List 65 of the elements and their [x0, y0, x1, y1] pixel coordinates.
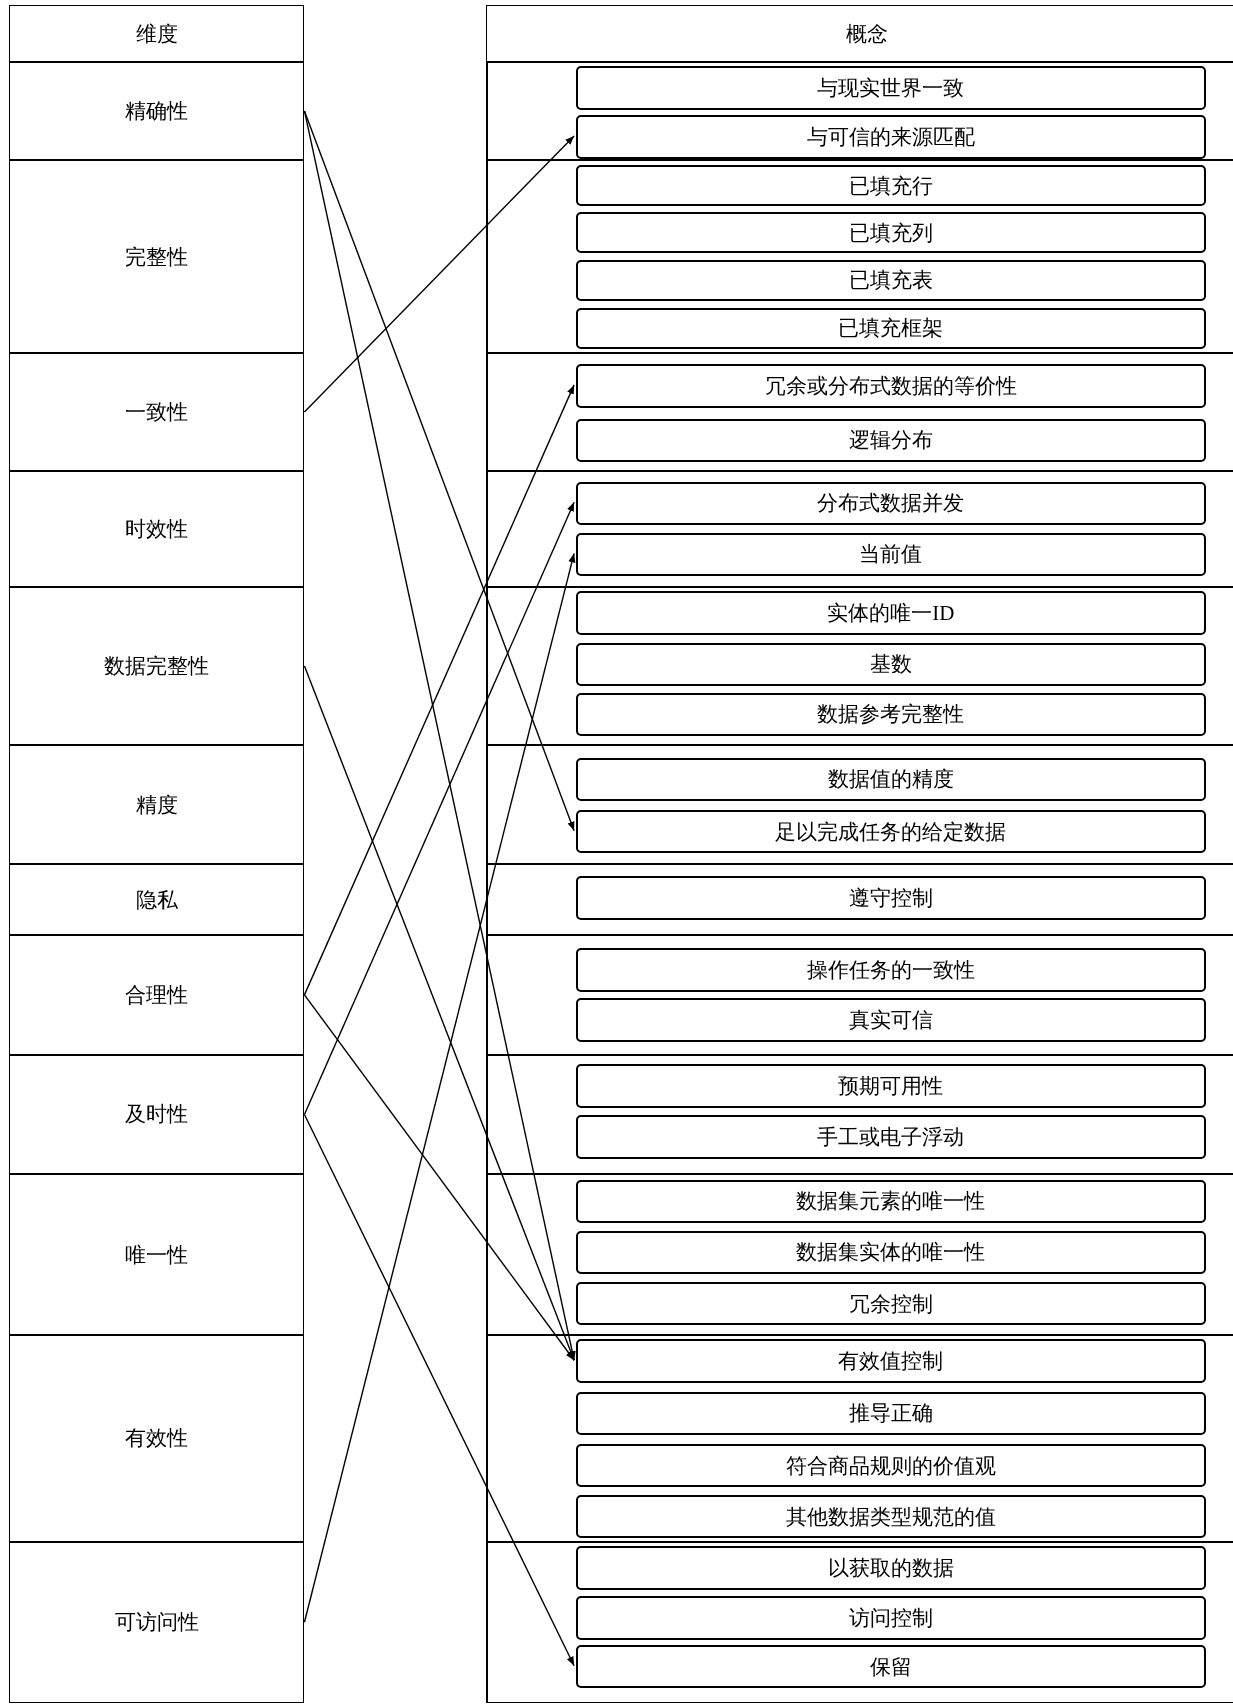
concept-box: 逻辑分布	[576, 418, 1206, 462]
concept-box: 遵守控制	[576, 876, 1206, 920]
concept-box: 与现实世界一致	[576, 66, 1206, 110]
concept-box: 已填充行	[576, 165, 1206, 207]
concept-box: 已填充列	[576, 211, 1206, 254]
arrow	[303, 994, 575, 1361]
arrow	[303, 501, 575, 1116]
concept-box: 真实可信	[576, 998, 1206, 1042]
group-band	[486, 1174, 1233, 1336]
concept-box: 已填充表	[576, 259, 1206, 302]
concept-box: 基数	[576, 642, 1206, 686]
concept-box: 预期可用性	[576, 1064, 1206, 1108]
arrow	[303, 552, 576, 1623]
dimension-cell: 有效性	[8, 1335, 305, 1542]
dimension-cell: 唯一性	[8, 1174, 305, 1336]
concept-box: 冗余控制	[576, 1281, 1206, 1326]
dimension-cell: 合理性	[8, 935, 305, 1055]
concept-box: 分布式数据并发	[576, 481, 1206, 526]
group-band	[486, 935, 1233, 1055]
group-band	[486, 61, 1233, 160]
group-band	[486, 353, 1233, 471]
dimension-cell: 精度	[8, 744, 305, 865]
concept-box: 实体的唯一ID	[576, 591, 1206, 635]
concept-box: 足以完成任务的给定数据	[576, 809, 1206, 854]
group-band	[486, 1541, 1233, 1703]
concept-box: 数据值的精度	[576, 757, 1206, 802]
concept-box: 已填充框架	[576, 307, 1206, 349]
arrow	[303, 135, 575, 413]
concept-box: 手工或电子浮动	[576, 1115, 1206, 1159]
concept-box: 数据集元素的唯一性	[576, 1179, 1206, 1224]
concept-box: 有效值控制	[576, 1339, 1206, 1383]
concept-box: 数据集实体的唯一性	[576, 1230, 1206, 1275]
dimension-cell: 隐私	[8, 864, 305, 936]
concept-box: 以获取的数据	[576, 1546, 1206, 1590]
concept-box: 符合商品规则的价值观	[576, 1443, 1206, 1488]
concept-box: 数据参考完整性	[576, 692, 1206, 736]
concept-box: 其他数据类型规范的值	[576, 1494, 1206, 1539]
arrow	[303, 384, 575, 996]
group-band	[486, 1054, 1233, 1175]
group-band	[486, 864, 1233, 936]
arrow	[303, 110, 575, 832]
group-band	[486, 744, 1233, 865]
dimension-cell: 数据完整性	[8, 587, 305, 745]
concept-box: 操作任务的一致性	[576, 948, 1206, 992]
concept-box: 保留	[576, 1645, 1206, 1689]
dimension-cell: 一致性	[8, 353, 305, 471]
arrow	[303, 1113, 575, 1667]
arrow	[303, 110, 576, 1361]
dimension-cell: 时效性	[8, 470, 305, 588]
header-cell: 概念	[486, 5, 1233, 62]
concept-box: 推导正确	[576, 1391, 1206, 1436]
concept-box: 与可信的来源匹配	[576, 115, 1206, 159]
concept-box: 访问控制	[576, 1596, 1206, 1640]
dimension-cell: 可访问性	[8, 1541, 305, 1703]
concept-box: 当前值	[576, 532, 1206, 577]
arrow	[303, 665, 575, 1361]
group-band	[486, 587, 1233, 745]
dimension-cell: 精确性	[8, 61, 305, 160]
header-cell: 维度	[8, 5, 305, 62]
dimension-cell: 及时性	[8, 1054, 305, 1175]
concept-box: 冗余或分布式数据的等价性	[576, 364, 1206, 408]
group-band	[486, 159, 1233, 354]
dimension-cell: 完整性	[8, 159, 305, 354]
group-band	[486, 470, 1233, 588]
group-band	[486, 1335, 1233, 1542]
